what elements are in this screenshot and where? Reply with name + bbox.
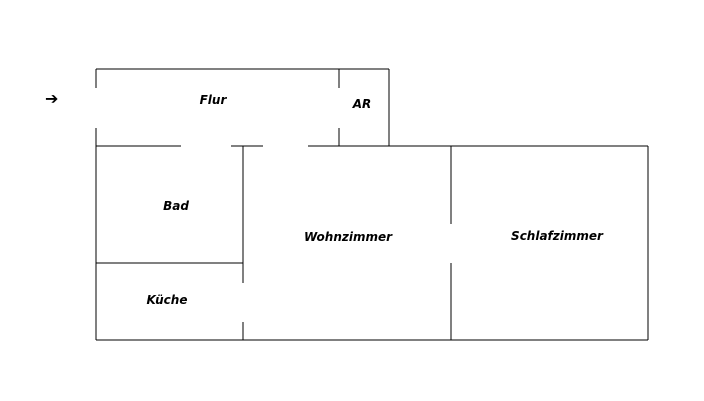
walls-left-wing bbox=[95, 146, 244, 340]
room-label-schlafzimmer: Schlafzimmer bbox=[511, 229, 604, 243]
room-label-kueche: Küche bbox=[147, 293, 188, 307]
room-label-flur: Flur bbox=[200, 93, 228, 107]
arrow-right-icon: ➔ bbox=[45, 89, 58, 108]
walls-corridor bbox=[95, 68, 390, 146]
room-label-wohnzimmer: Wohnzimmer bbox=[304, 230, 393, 244]
room-label-ar: AR bbox=[352, 97, 372, 111]
room-label-bad: Bad bbox=[163, 199, 189, 213]
